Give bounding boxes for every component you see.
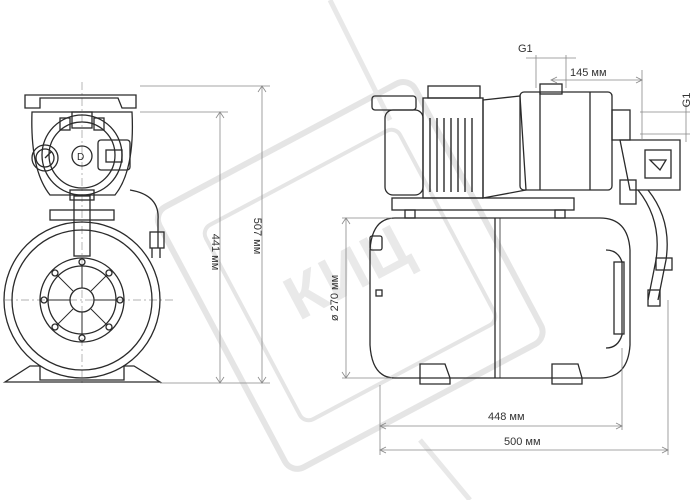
g1-side-label: G1	[681, 93, 693, 108]
width-500-label: 500 мм	[504, 436, 541, 448]
front-view-dimension-lines	[140, 85, 270, 384]
width-448-label: 448 мм	[488, 411, 525, 423]
watermark-text: КИЦ	[273, 210, 423, 334]
side-view-dimension-lines	[341, 55, 690, 455]
svg-text:D: D	[77, 152, 84, 163]
height-441-label: 441 мм	[209, 234, 221, 271]
pressure-gauge-icon	[31, 144, 59, 172]
pressure-switch-side-icon	[644, 149, 672, 179]
diameter-label: ø 270 мм	[329, 275, 341, 321]
g1-top-label: G1	[518, 43, 533, 55]
height-507-label: 507 мм	[251, 218, 263, 255]
outlet-offset-label: 145 мм	[570, 67, 607, 79]
front-view: D	[2, 82, 175, 385]
pressure-switch-icon	[97, 139, 131, 171]
side-view	[369, 83, 681, 385]
